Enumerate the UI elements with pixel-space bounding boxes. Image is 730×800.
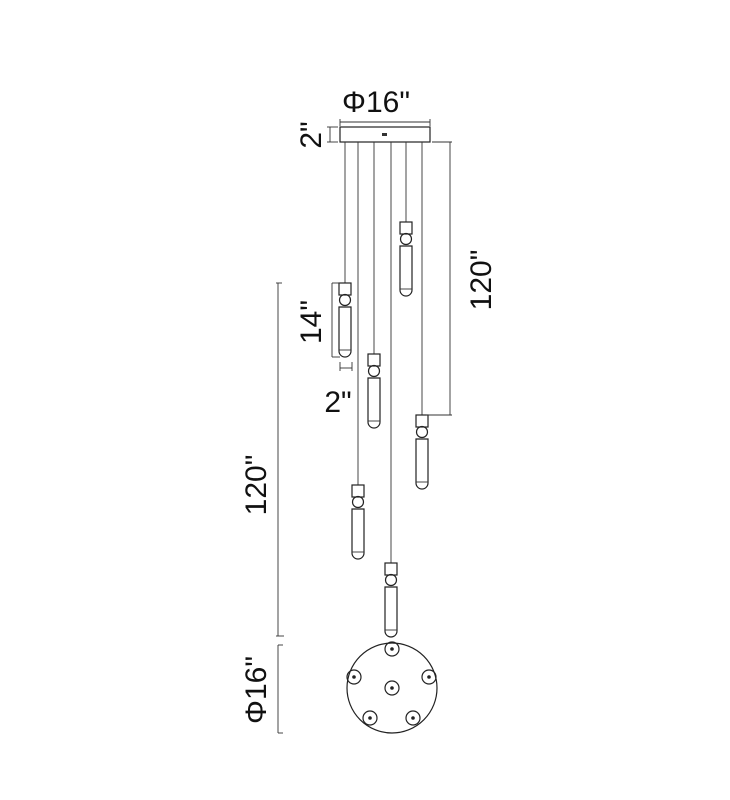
pendant bbox=[399, 221, 413, 297]
light-port bbox=[346, 669, 362, 685]
dimension-lines bbox=[276, 119, 452, 734]
canopy-diameter-label: Φ16" bbox=[342, 86, 410, 119]
light-port bbox=[421, 669, 437, 685]
pendant-diameter-label: 2" bbox=[324, 386, 351, 419]
light-port bbox=[405, 710, 421, 726]
light-port bbox=[362, 710, 378, 726]
pendants bbox=[338, 221, 429, 638]
bottom-view bbox=[346, 641, 438, 734]
canopy bbox=[339, 126, 431, 143]
pendant bbox=[384, 562, 398, 638]
pendant bbox=[351, 484, 365, 560]
cords bbox=[344, 142, 423, 563]
pendant bbox=[367, 353, 381, 429]
overall-drop-label: 120" bbox=[240, 455, 273, 516]
max-drop-label: 120" bbox=[465, 250, 498, 311]
canopy-height-label: 2" bbox=[295, 121, 328, 148]
light-port bbox=[384, 680, 400, 696]
pendant-height-label: 14" bbox=[295, 300, 328, 344]
bottom-diameter-label: Φ16" bbox=[240, 656, 273, 724]
pendant bbox=[338, 282, 352, 358]
pendant bbox=[415, 414, 429, 490]
light-port bbox=[384, 641, 400, 657]
